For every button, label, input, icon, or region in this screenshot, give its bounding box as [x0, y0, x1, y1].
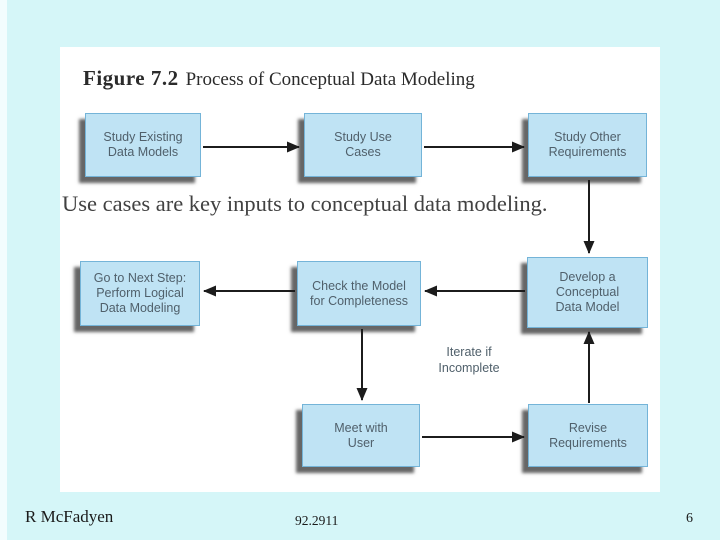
flow-box-meet-with-user: Meet with User: [302, 404, 420, 467]
flow-box-study-existing-data-models: Study Existing Data Models: [85, 113, 201, 177]
flow-box-study-use-cases: Study Use Cases: [304, 113, 422, 177]
footer-author: R McFadyen: [25, 507, 114, 526]
figure-caption: Figure 7.2 Process of Conceptual Data Mod…: [83, 66, 475, 91]
iterate-if-incomplete-note: Iterate if Incomplete: [438, 345, 500, 375]
flow-box-check-model-completeness: Check the Model for Completeness: [297, 261, 421, 326]
slide-body-text: Use cases are key inputs to conceptual d…: [62, 189, 574, 218]
flow-box-develop-conceptual-data-model: Develop a Conceptual Data Model: [527, 257, 648, 328]
flow-box-revise-requirements: Revise Requirements: [528, 404, 648, 467]
flow-box-study-other-requirements: Study Other Requirements: [528, 113, 647, 177]
footer-course-number: 92.2911: [295, 513, 339, 528]
figure-caption-text: Process of Conceptual Data Modeling: [185, 69, 475, 90]
slide-left-edge: [0, 0, 7, 540]
footer-page-number: 6: [686, 511, 693, 526]
figure-number: Figure 7.2: [83, 66, 179, 90]
flow-box-go-to-next-step: Go to Next Step: Perform Logical Data Mo…: [80, 261, 200, 326]
